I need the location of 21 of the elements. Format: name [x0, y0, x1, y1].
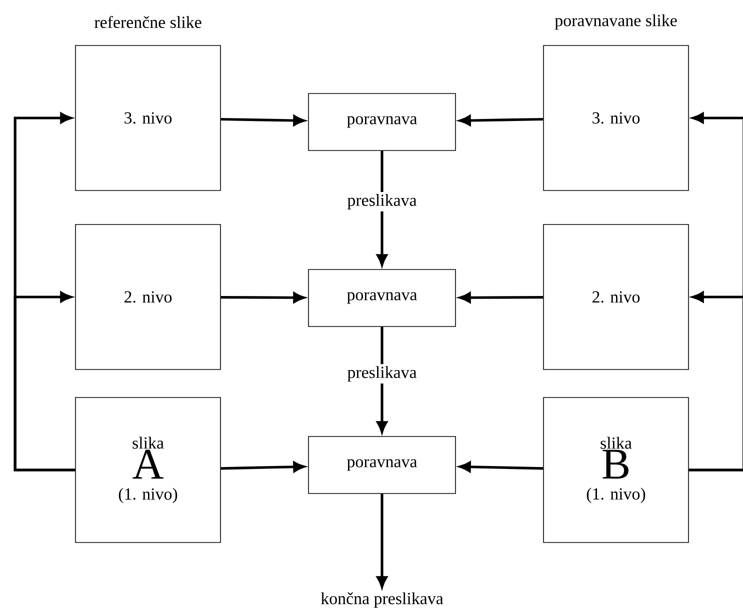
arrow	[376, 494, 388, 588]
level-box: slika A (1. nivo)	[75, 397, 221, 543]
arrow	[376, 150, 388, 266]
caption-text: končna preslikava	[320, 592, 444, 608]
heading-text: referenčne slike	[94, 16, 202, 28]
edge-label: preslikava	[345, 192, 419, 212]
arrow	[688, 292, 743, 472]
level-box: 3. nivo	[543, 45, 689, 191]
level-box: slika B (1. nivo)	[543, 397, 689, 543]
level-box: 3. nivo	[75, 45, 221, 191]
arrow	[459, 462, 544, 472]
level-box: 2. nivo	[75, 224, 221, 370]
process-box: poravnava	[308, 436, 456, 494]
heading-text: poravnavane slike	[554, 14, 677, 30]
level-box: 2. nivo	[543, 224, 689, 370]
process-box: poravnava	[308, 269, 456, 327]
process-box: poravnava	[308, 93, 456, 151]
arrow	[376, 326, 388, 433]
arrow	[14, 292, 76, 472]
arrow	[220, 462, 305, 472]
edge-label: preslikava	[345, 364, 419, 384]
